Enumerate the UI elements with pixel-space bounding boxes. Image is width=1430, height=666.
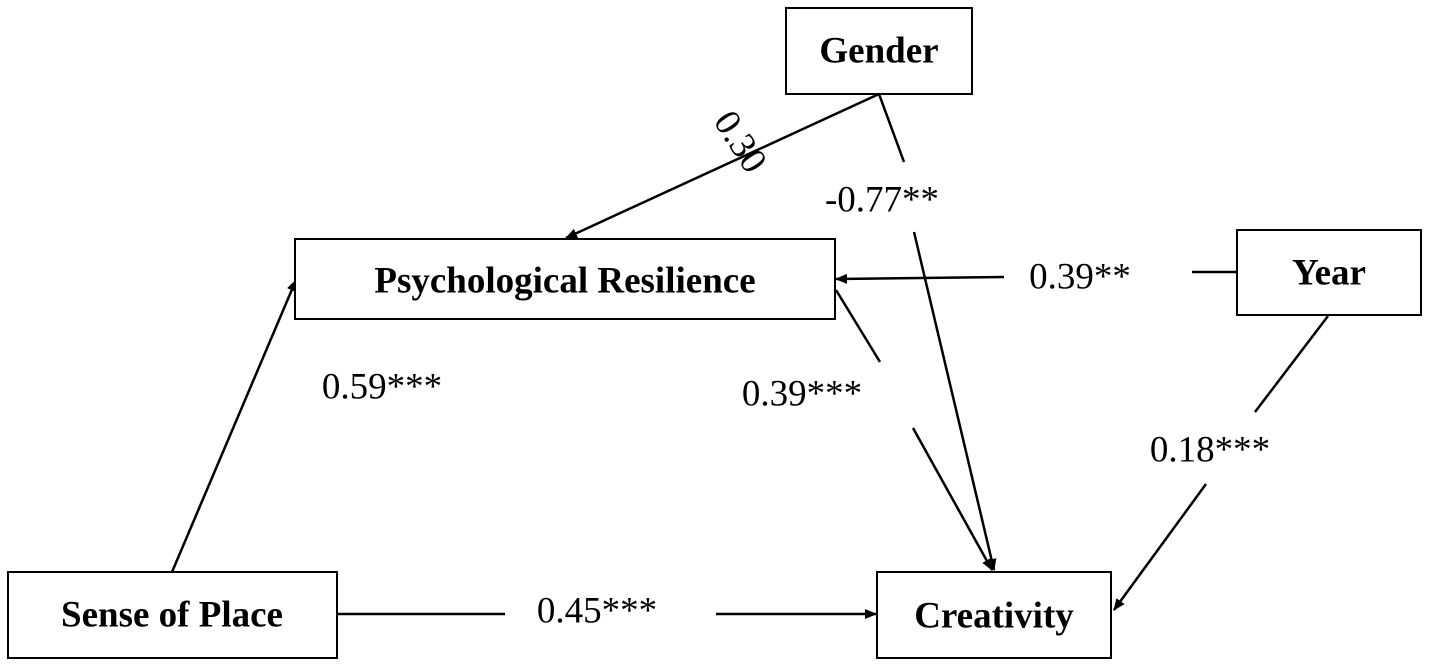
edge-place-to-resilience — [170, 279, 298, 573]
coef-year-to-resilience: 0.39** — [1029, 257, 1131, 298]
node-creativity: Creativity — [876, 571, 1112, 659]
node-creativity-label: Creativity — [914, 596, 1074, 637]
edge-year-to-resilience — [835, 270, 1237, 284]
node-sense-of-place: Sense of Place — [7, 571, 338, 659]
edge-gender-to-creativity — [877, 93, 997, 571]
node-gender: Gender — [785, 7, 973, 95]
node-year: Year — [1236, 229, 1422, 316]
coef-gender-to-creativity: -0.77** — [825, 180, 939, 221]
edge-year-to-creativity — [1112, 315, 1329, 611]
coef-year-to-creativity: 0.18*** — [1150, 430, 1270, 471]
node-psychological-resilience: Psychological Resilience — [294, 238, 836, 320]
node-year-label: Year — [1292, 253, 1366, 294]
coef-resilience-to-creativity: 0.39*** — [742, 374, 862, 415]
node-psychological-resilience-label: Psychological Resilience — [374, 261, 755, 302]
coef-place-to-creativity: 0.45*** — [537, 591, 657, 632]
node-sense-of-place-label: Sense of Place — [61, 595, 283, 636]
edge-gender-to-resilience — [565, 92, 880, 240]
coef-place-to-resilience: 0.59*** — [322, 367, 442, 408]
edge-resilience-to-creativity — [834, 289, 994, 571]
node-gender-label: Gender — [819, 31, 938, 72]
